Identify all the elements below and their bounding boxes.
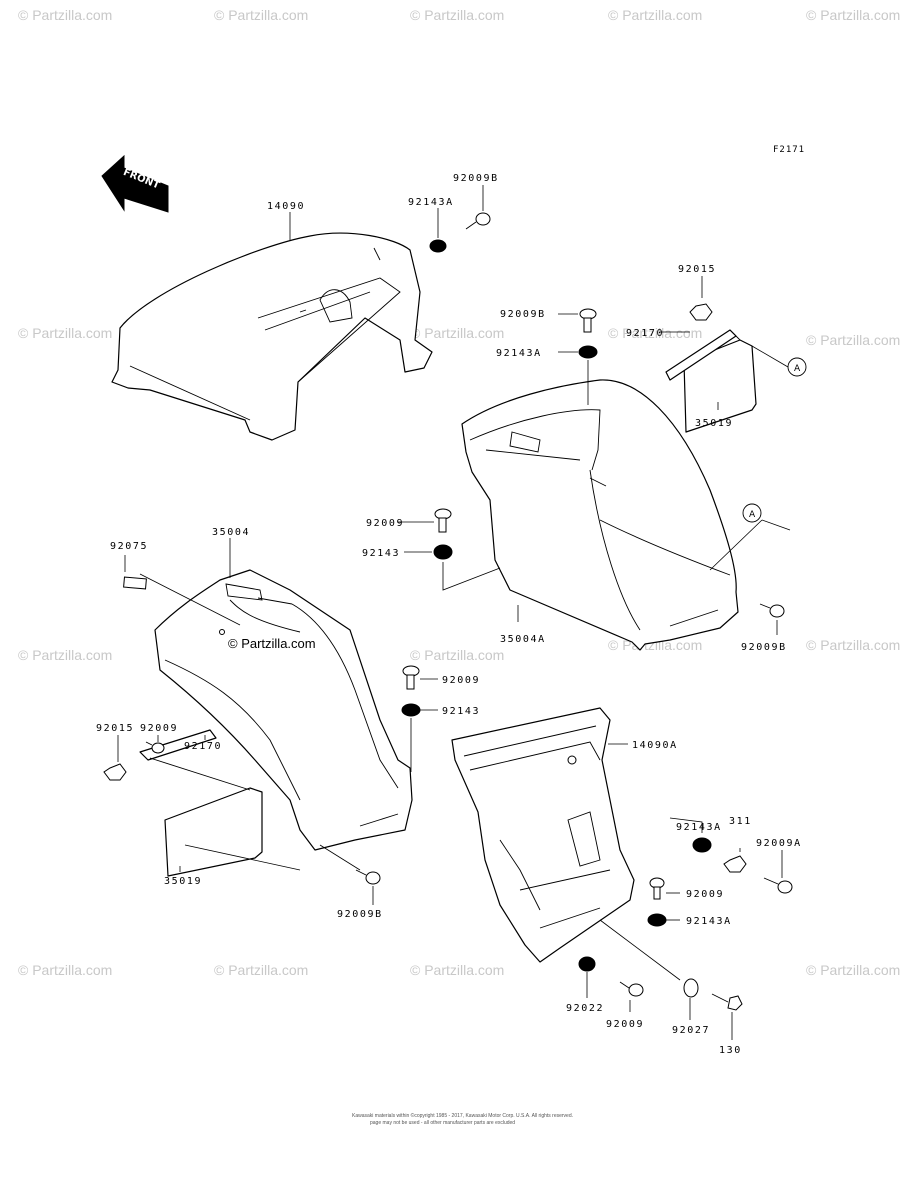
- grommet-icon: [401, 703, 421, 717]
- nut-icon: [689, 303, 713, 321]
- center-watermark: © Partzilla.com: [228, 636, 316, 651]
- part-label: 35019: [695, 418, 733, 429]
- part-label: 92009: [140, 723, 178, 734]
- bolt-icon: [579, 308, 597, 333]
- part-label: 92009: [442, 675, 480, 686]
- part-label: 92009B: [741, 642, 787, 653]
- part-label: 92143: [362, 548, 400, 559]
- part-label: 92143: [442, 706, 480, 717]
- part-label: 35019: [164, 876, 202, 887]
- nut-icon: [723, 855, 747, 873]
- part-label: 92009B: [337, 909, 383, 920]
- under-cover-14090A: [451, 707, 635, 963]
- part-label: 92170: [184, 741, 222, 752]
- figure-code: F2171: [773, 145, 805, 155]
- part-label: 92027: [672, 1025, 710, 1036]
- bolt-icon: [711, 993, 743, 1011]
- part-label: 92015: [678, 264, 716, 275]
- part-label: 311: [729, 816, 752, 827]
- bolt-icon: [145, 741, 165, 754]
- top-cover-14090: [111, 232, 433, 441]
- callout-letter: A: [749, 510, 756, 520]
- part-label: 14090: [267, 201, 305, 212]
- part-label: 14090A: [632, 740, 678, 751]
- watermark: © Partzilla.com: [806, 962, 900, 978]
- watermark: © Partzilla.com: [410, 647, 504, 663]
- part-label: 35004: [212, 527, 250, 538]
- front-arrow-icon: FRONT: [101, 154, 169, 213]
- right-fender-35004A: [461, 379, 739, 651]
- part-label: 92009: [686, 889, 724, 900]
- part-label: 92075: [110, 541, 148, 552]
- bolt-icon: [465, 212, 491, 230]
- hardware-layer: [103, 212, 793, 1011]
- grommet-icon: [429, 239, 447, 253]
- part-label: 92015: [96, 723, 134, 734]
- right-mudflap-35019: [665, 329, 757, 433]
- watermark: © Partzilla.com: [410, 962, 504, 978]
- watermark: © Partzilla.com: [214, 962, 308, 978]
- bolt-icon: [759, 603, 785, 618]
- grommet-icon: [433, 544, 453, 560]
- grommet-icon: [578, 345, 598, 359]
- left-fender-35004: [154, 569, 413, 851]
- grommet-icon: [692, 837, 712, 853]
- part-label: 92170: [626, 328, 664, 339]
- watermark: © Partzilla.com: [214, 7, 308, 23]
- watermark: © Partzilla.com: [806, 7, 900, 23]
- footer-copyright: Kawasaki materials within ©copyright 198…: [352, 1112, 573, 1126]
- part-label: 92143A: [686, 916, 732, 927]
- grommet-icon: [647, 913, 667, 927]
- footer-line: page may not be used - all other manufac…: [370, 1120, 515, 1126]
- watermark: © Partzilla.com: [18, 647, 112, 663]
- bolt-icon: [619, 981, 644, 997]
- watermark: © Partzilla.com: [608, 7, 702, 23]
- part-label: 92009B: [453, 173, 499, 184]
- part-label: 92022: [566, 1003, 604, 1014]
- callout-a-right: A: [742, 503, 762, 523]
- part-label: 92009: [606, 1019, 644, 1030]
- part-label: 92009: [366, 518, 404, 529]
- part-label: 92143A: [496, 348, 542, 359]
- part-labels: 14090 92143A 92009B 92015 92009B 92143A …: [96, 173, 802, 1056]
- watermark: © Partzilla.com: [608, 325, 702, 341]
- watermark: © Partzilla.com: [410, 7, 504, 23]
- bolt-icon: [402, 665, 420, 690]
- watermark-layer: © Partzilla.com © Partzilla.com © Partzi…: [18, 7, 900, 978]
- watermark: © Partzilla.com: [18, 325, 112, 341]
- washer-icon: [683, 978, 699, 998]
- bolt-icon: [649, 877, 665, 900]
- watermark: © Partzilla.com: [18, 962, 112, 978]
- part-label: 92009A: [756, 838, 802, 849]
- part-label: 92143A: [676, 822, 722, 833]
- part-label: 130: [719, 1045, 742, 1056]
- footer-line: Kawasaki materials within ©copyright 198…: [352, 1112, 573, 1119]
- leader-lines: [117, 185, 791, 1040]
- label-plate-icon: [123, 576, 147, 590]
- part-label: 92143A: [408, 197, 454, 208]
- part-label: 35004A: [500, 634, 546, 645]
- nut-icon: [103, 763, 127, 781]
- callout-letter: A: [794, 364, 801, 374]
- watermark: © Partzilla.com: [806, 332, 900, 348]
- part-label: 92009B: [500, 309, 546, 320]
- watermark: © Partzilla.com: [18, 7, 112, 23]
- bolt-icon: [355, 869, 381, 885]
- bolt-icon: [763, 877, 793, 894]
- washer-icon: [578, 956, 596, 972]
- watermark: © Partzilla.com: [410, 325, 504, 341]
- watermark: © Partzilla.com: [806, 637, 900, 653]
- callout-a-top: A: [787, 357, 807, 377]
- bolt-icon: [434, 508, 452, 533]
